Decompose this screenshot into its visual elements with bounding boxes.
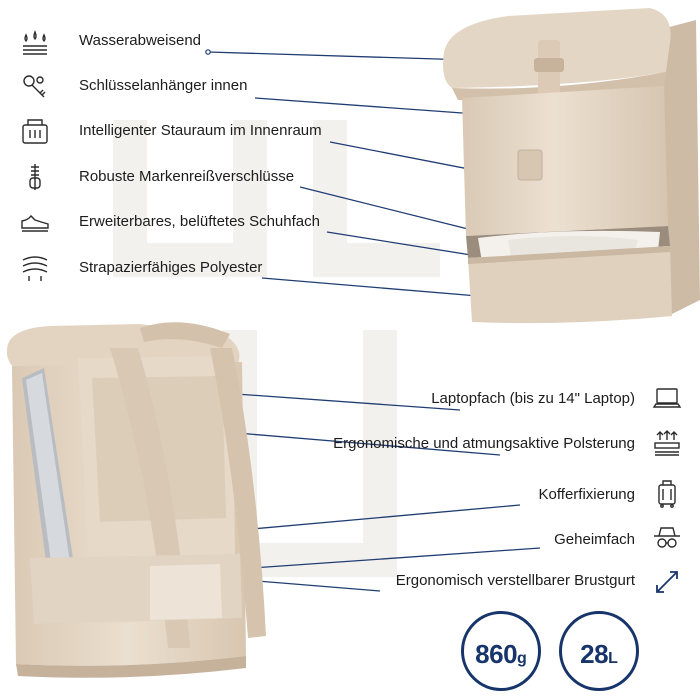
sneaker-icon <box>21 214 49 232</box>
feature-geheimfach: Geheimfach <box>554 531 635 548</box>
volume-unit: L <box>608 650 618 667</box>
weight-value: 860 <box>475 639 518 669</box>
feature-schluesselanhaenger: Schlüsselanhänger innen <box>79 77 248 94</box>
feature-stauraum: Intelligenter Stauraum im Innenraum <box>79 122 322 139</box>
backpack-front-image <box>443 8 700 324</box>
secret-agent-icon <box>654 527 680 548</box>
feature-kofferfixierung: Kofferfixierung <box>538 486 635 503</box>
weight-unit: g <box>517 650 527 667</box>
keys-icon <box>23 75 46 98</box>
compartment-icon <box>22 119 48 144</box>
line-brustgurt <box>244 579 381 592</box>
feature-laptopfach: Laptopfach (bis zu 14" Laptop) <box>431 390 635 407</box>
line-reissverschluesse <box>299 186 481 233</box>
feature-wasserabweisend: Wasserabweisend <box>79 32 201 49</box>
water-drops-icon <box>23 30 47 55</box>
line-schuhfach <box>326 231 491 259</box>
padding-icon <box>654 430 680 456</box>
feature-polyester: Strapazierfähiges Polyester <box>79 259 263 276</box>
feature-schuhfach: Erweiterbares, belüftetes Schuhfach <box>79 213 320 230</box>
feature-reissverschluesse: Robuste Markenreißverschlüsse <box>79 168 295 185</box>
line-wasserabweisend <box>207 51 471 61</box>
adjust-arrows-icon <box>656 571 678 593</box>
line-schluesselanhaenger <box>254 97 491 116</box>
fabric-icon <box>22 256 48 281</box>
laptop-icon <box>652 388 682 408</box>
backpack-back-image <box>6 322 266 678</box>
volume-value: 28 <box>580 639 609 669</box>
weight-badge: 860g <box>461 611 541 691</box>
volume-badge: 28L <box>559 611 639 691</box>
line-polyester <box>261 277 479 297</box>
suitcase-icon <box>658 480 676 508</box>
line-polsterung <box>224 431 501 456</box>
zipper-icon <box>29 164 41 190</box>
feature-polsterung: Ergonomische und atmungsaktive Polsterun… <box>333 435 635 452</box>
feature-brustgurt: Ergonomisch verstellbarer Brustgurt <box>395 572 635 589</box>
